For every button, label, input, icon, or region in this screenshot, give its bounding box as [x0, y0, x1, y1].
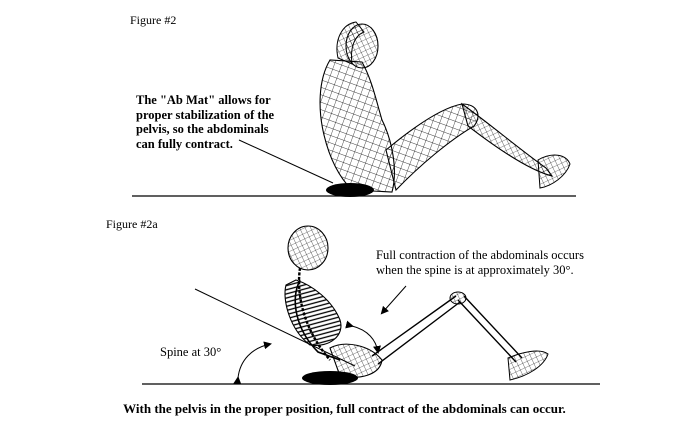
ab-mat-annotation: The "Ab Mat" allows for proper stabiliza…	[136, 93, 316, 152]
ab-mat-annotation-line: can fully contract.	[136, 136, 233, 151]
skeleton-arm	[294, 279, 341, 361]
ab-mat-annotation-line: proper stabilization of the	[136, 107, 275, 122]
skeleton-foot	[507, 350, 549, 381]
full-contraction-annotation: Full contraction of the abdominals occur…	[376, 248, 636, 278]
figure-2-label: Figure #2	[130, 13, 177, 27]
wireframe-thigh	[385, 103, 479, 192]
skeleton-skull	[287, 225, 329, 271]
skeleton-tibia	[457, 295, 523, 363]
skeleton-femur	[371, 295, 461, 365]
wireframe-arm	[336, 21, 365, 65]
skeleton-knee	[449, 291, 467, 305]
spine-angle-line	[194, 288, 356, 367]
figure-2-drawing	[132, 21, 576, 197]
figure-caption: With the pelvis in the proper position, …	[123, 401, 566, 416]
ab-mat-pointer-line	[238, 139, 334, 184]
contraction-pointer-arrow	[380, 285, 407, 315]
figure-2a-label: Figure #2a	[106, 217, 158, 231]
ab-mat-annotation-line: The "Ab Mat" allows for	[136, 93, 271, 107]
ab-mat-annotation-line: pelvis, so the abdominals	[136, 122, 269, 137]
curved-arrow-abdomen	[345, 320, 381, 354]
skeleton-ribcage	[284, 279, 342, 346]
figure-2a-drawing	[142, 225, 600, 385]
curved-arrow-spine-angle	[233, 341, 272, 385]
full-contraction-line: when the spine is at approximately 30°.	[376, 263, 574, 277]
spine-angle-label: Spine at 30°	[160, 345, 222, 359]
full-contraction-line: Full contraction of the abdominals occur…	[376, 248, 584, 262]
wireframe-foot	[537, 154, 571, 189]
wireframe-torso	[319, 59, 395, 193]
